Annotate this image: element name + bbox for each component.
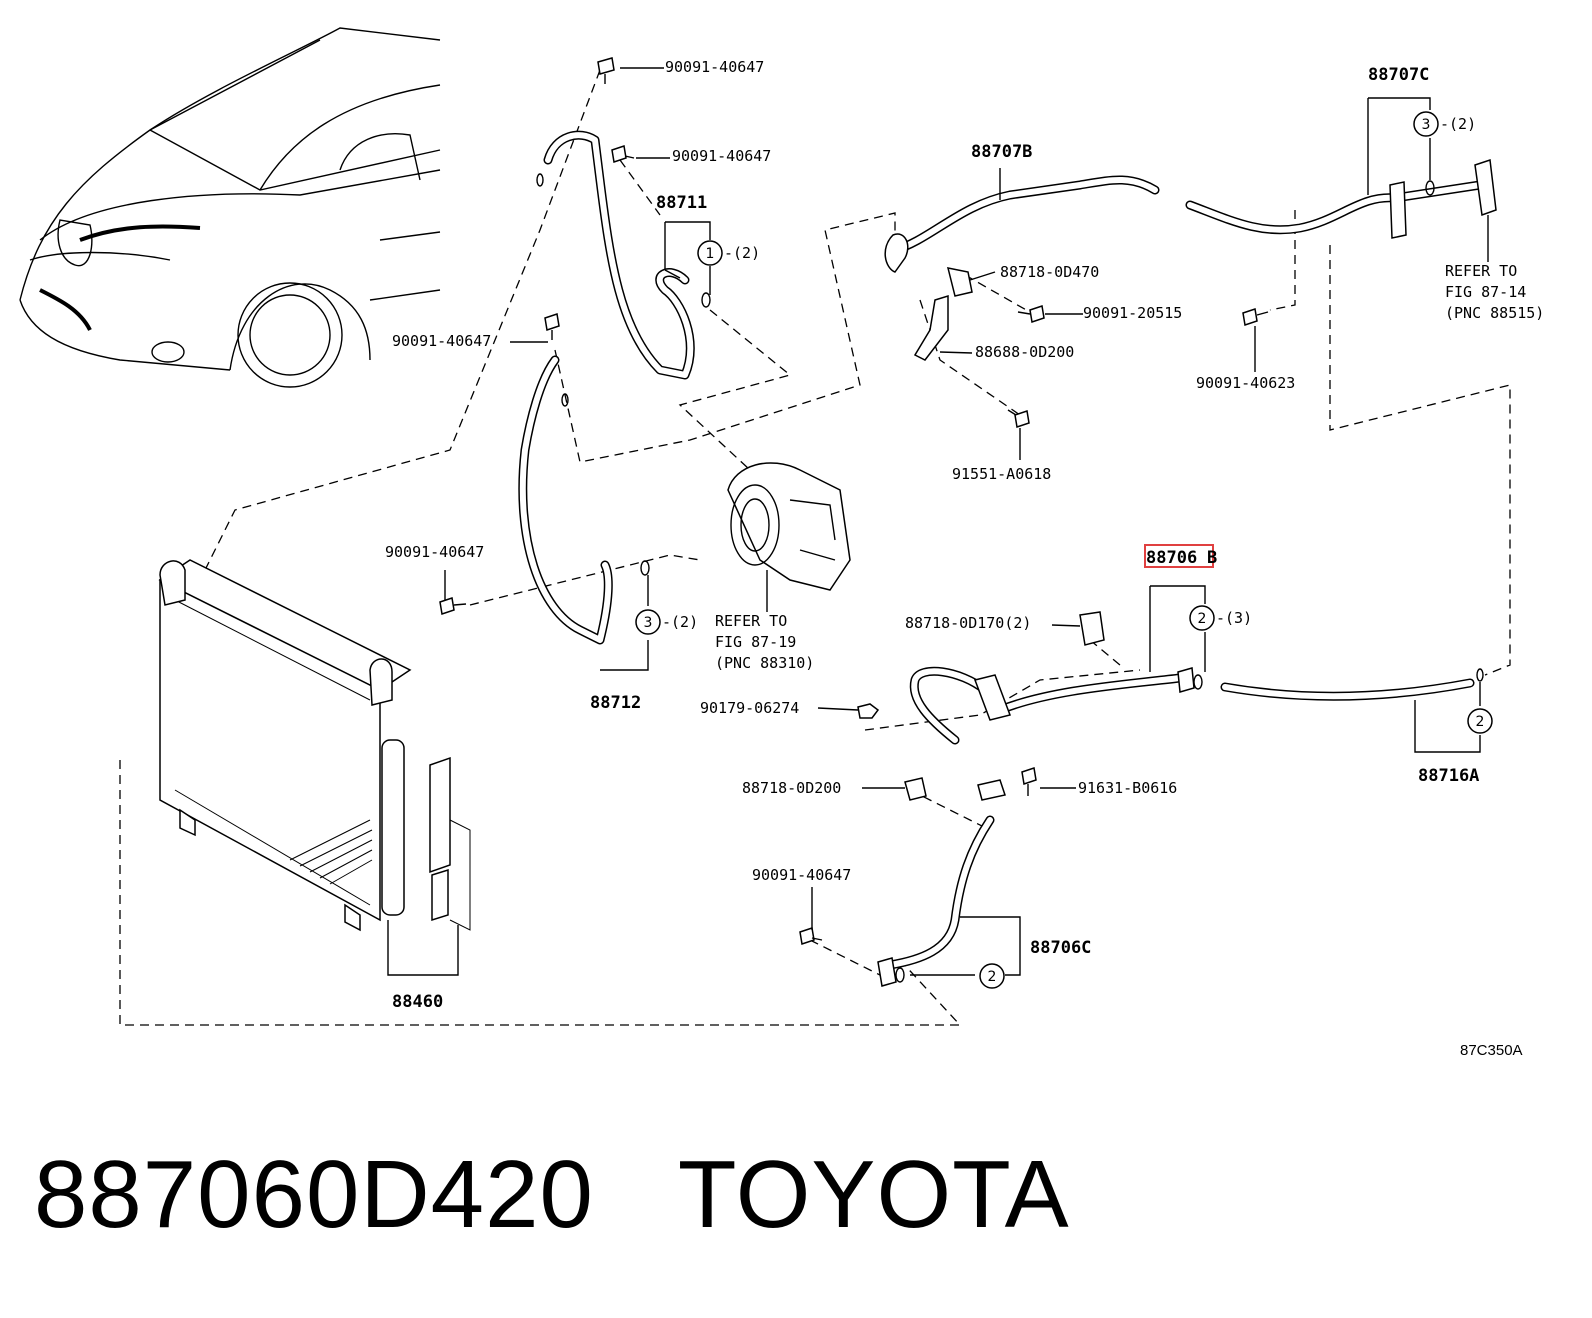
refer-fig-87-19-line2: FIG 87-19 bbox=[715, 633, 796, 651]
label-bolt-bottom: 90091-40647 bbox=[752, 866, 851, 884]
label-leaders bbox=[387, 67, 1489, 976]
svg-text:1: 1 bbox=[706, 246, 715, 262]
refer-fig-87-19-line3: (PNC 88310) bbox=[715, 654, 814, 672]
svg-text:2: 2 bbox=[988, 969, 997, 985]
callout-2-88716a: 2 bbox=[1467, 708, 1493, 734]
label-bolt-40623: 90091-40623 bbox=[1196, 374, 1295, 392]
callout-3-left: 3 -(2) bbox=[635, 609, 698, 635]
svg-text:3: 3 bbox=[1422, 117, 1431, 133]
label-bolt-91631: 91631-B0616 bbox=[1078, 779, 1177, 797]
label-88712: 88712 bbox=[590, 693, 641, 713]
label-clip-0d470: 88718-0D470 bbox=[1000, 263, 1099, 281]
label-bracket-88688: 88688-0D200 bbox=[975, 343, 1074, 361]
part-number: 887060D420 bbox=[34, 1141, 594, 1248]
label-bolt-top-2: 90091-40647 bbox=[672, 147, 771, 165]
figure-code: 87C350A bbox=[1460, 1042, 1523, 1059]
label-bolt-top-1: 90091-40647 bbox=[665, 58, 764, 76]
refer-fig-87-14-line1: REFER TO bbox=[1445, 262, 1517, 280]
svg-text:3: 3 bbox=[644, 615, 653, 631]
callout-3-right: 3 -(2) bbox=[1413, 111, 1476, 137]
part-title: 887060D420 TOYOTA bbox=[34, 1140, 1154, 1250]
svg-text:-(2): -(2) bbox=[1440, 115, 1476, 133]
condenser-illustration bbox=[158, 559, 471, 932]
label-88706b: 88706 bbox=[1146, 548, 1197, 568]
label-clip-0d200: 88718-0D200 bbox=[742, 779, 841, 797]
label-88707b: 88707B bbox=[971, 142, 1032, 162]
parts-diagram: 90091-40647 90091-40647 90091-40647 9009… bbox=[19, 27, 1544, 1059]
label-88716a: 88716A bbox=[1418, 766, 1479, 786]
pipes-and-hoses bbox=[518, 130, 1485, 970]
callout-circles: 1 -(2) 3 -(2) 3 -(2) 2 -(3) 2 2 bbox=[635, 111, 1493, 989]
dashed-leader-lines bbox=[119, 69, 1511, 1026]
svg-text:-(2): -(2) bbox=[724, 244, 760, 262]
svg-text:-(2): -(2) bbox=[662, 613, 698, 631]
part-labels: 90091-40647 90091-40647 90091-40647 9009… bbox=[385, 58, 1544, 1059]
refer-fig-87-19-line1: REFER TO bbox=[715, 612, 787, 630]
highlight-box bbox=[1144, 544, 1214, 568]
label-88706c: 88706C bbox=[1030, 938, 1091, 958]
svg-text:2: 2 bbox=[1198, 611, 1207, 627]
label-nut-06274: 90179-06274 bbox=[700, 699, 799, 717]
label-clip-0d170: 88718-0D170(2) bbox=[905, 614, 1031, 632]
refer-fig-87-14-line3: (PNC 88515) bbox=[1445, 304, 1544, 322]
label-bolt-left-1: 90091-40647 bbox=[392, 332, 491, 350]
label-88460: 88460 bbox=[392, 992, 443, 1012]
label-bolt-91551: 91551-A0618 bbox=[952, 465, 1051, 483]
brand-name: TOYOTA bbox=[677, 1141, 1070, 1248]
callout-1: 1 -(2) bbox=[697, 240, 760, 266]
callout-2-88706b: 2 -(3) bbox=[1189, 605, 1252, 631]
label-bolt-left-2: 90091-40647 bbox=[385, 543, 484, 561]
label-bolt-20515: 90091-20515 bbox=[1083, 304, 1182, 322]
callout-2-88706c: 2 bbox=[979, 963, 1005, 989]
svg-text:2: 2 bbox=[1476, 714, 1485, 730]
label-88706b-suffix: B bbox=[1207, 548, 1217, 568]
vehicle-front-illustration bbox=[19, 27, 441, 388]
label-88711: 88711 bbox=[656, 193, 707, 213]
svg-text:-(3): -(3) bbox=[1216, 609, 1252, 627]
refer-fig-87-14-line2: FIG 87-14 bbox=[1445, 283, 1526, 301]
label-88707c: 88707C bbox=[1368, 65, 1429, 85]
fittings-and-fasteners bbox=[439, 57, 1497, 987]
